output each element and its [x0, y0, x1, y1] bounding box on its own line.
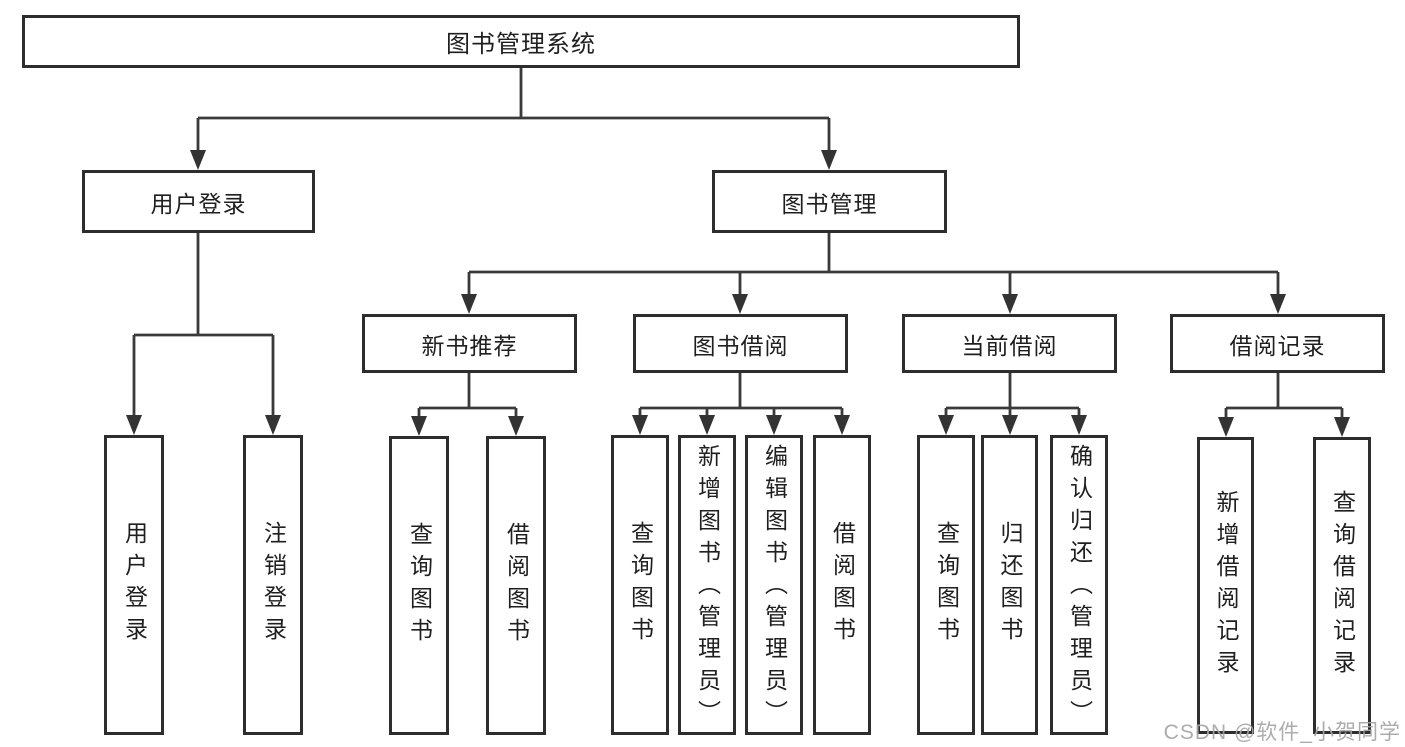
csdn-watermark: CSDN @软件_小贺同学 [1163, 721, 1401, 744]
connector-current-borrow [938, 373, 1087, 435]
leaf-current-return-books: 归还图书 [981, 435, 1038, 735]
connector-book-mgmt [461, 233, 1286, 314]
connector-root [190, 68, 837, 170]
connector-new-books [411, 373, 524, 436]
leaf-newbooks-borrow-books: 借阅图书 [486, 436, 546, 735]
node-book-mgmt: 图书管理 [712, 170, 947, 233]
connector-user-login [126, 233, 281, 435]
leaf-current-query-books: 查询图书 [917, 435, 975, 735]
leaf-logout: 注销登录 [243, 435, 303, 735]
connector-borrow-records [1218, 373, 1350, 437]
connector-book-borrow [632, 373, 850, 435]
leaf-borrow-add-books-admin: 新增图书（管理员） [678, 435, 736, 735]
leaf-records-query-record: 查询借阅记录 [1313, 437, 1371, 734]
node-book-borrow: 图书借阅 [633, 314, 848, 373]
node-borrow-records: 借阅记录 [1170, 314, 1385, 373]
node-new-book-recommend: 新书推荐 [362, 314, 577, 373]
leaf-records-add-record: 新增借阅记录 [1197, 437, 1254, 734]
node-current-borrow: 当前借阅 [902, 314, 1117, 373]
leaf-current-confirm-return-admin: 确认归还（管理员） [1050, 435, 1108, 735]
leaf-user-login: 用户登录 [104, 435, 164, 735]
node-root: 图书管理系统 [22, 15, 1020, 68]
leaf-borrow-edit-books-admin: 编辑图书（管理员） [745, 435, 803, 735]
leaf-borrow-query-books: 查询图书 [611, 435, 669, 735]
node-user-login: 用户登录 [82, 170, 315, 233]
leaf-newbooks-query-books: 查询图书 [389, 436, 449, 735]
leaf-borrow-borrow-books: 借阅图书 [813, 435, 871, 735]
